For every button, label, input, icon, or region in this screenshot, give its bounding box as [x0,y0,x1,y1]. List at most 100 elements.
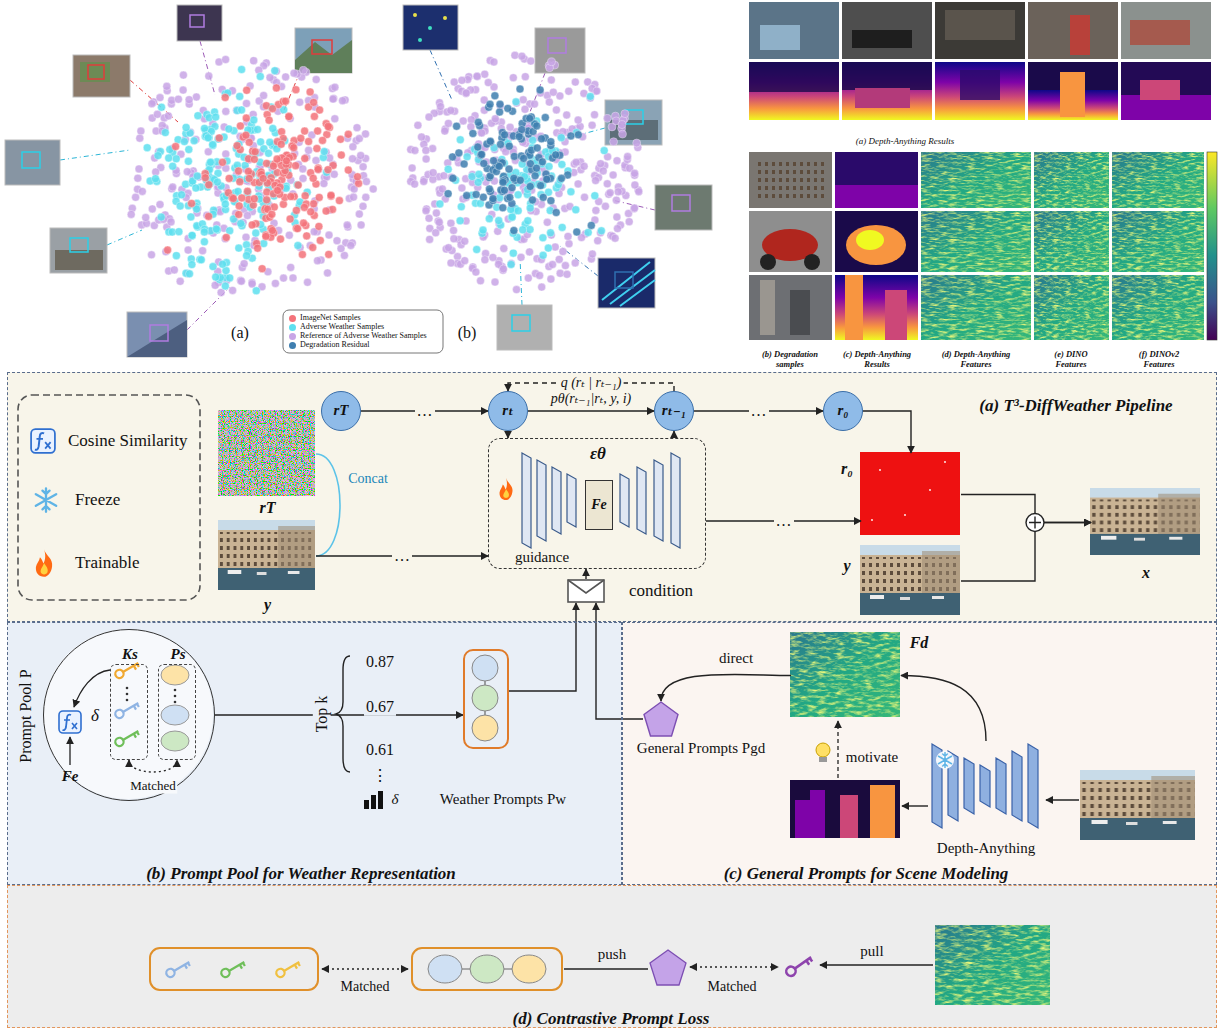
contrastive-loss-art [220,958,247,978]
edge-label: … [392,547,412,565]
scatter-dot [468,173,476,181]
scatter-dot [324,123,332,131]
scatter-dot [447,107,455,115]
scatter-dot [613,157,621,165]
scatter-dot [357,221,365,229]
prompt-pool-art [43,629,498,809]
prompt-pool-art [69,737,70,765]
legend-text: Freeze [75,490,120,510]
scatter-dot [337,151,345,159]
scatter-dot [142,214,150,222]
scatter-thumbnails [418,38,422,42]
scatter-dot [186,270,194,278]
scatter-dot [591,192,599,200]
depth-results-strip [855,88,910,108]
state-circle: rₜ₋₁ [654,391,694,431]
envelope-icon [567,579,605,603]
scatter-dot [172,252,180,260]
contrastive-loss-art [820,964,933,965]
depth-results-strip [1028,2,1118,59]
scatter-dot [293,181,301,189]
scatter-dot [496,108,504,116]
pipeline-legend [18,395,200,600]
scatter-dot [473,246,481,254]
scatter-dot [354,173,362,181]
scatter-dot [279,200,287,208]
scatter-dot [574,131,582,139]
scatter-dot [521,105,529,113]
scene-prompt-art [1028,744,1038,828]
scatter-dot [547,229,555,237]
scatter-dot [526,114,534,122]
scatter-dot [310,112,318,120]
scatter-dot [510,227,518,235]
scatter-thumbnails [602,262,655,306]
scatter-dot [489,195,497,203]
scatter-dot [201,174,209,182]
scatter-dot [554,119,562,127]
scatter-dot [564,232,572,240]
feature-grid [749,211,832,272]
scatter-thumbnails [88,65,104,79]
pipeline-images [1090,488,1200,555]
scene-prompt-art [790,632,900,717]
pipeline-images [879,469,881,471]
feature-grid [846,225,906,265]
scatter-dot [601,202,609,210]
scatter-dot [226,274,234,282]
panel-ground [7,372,1217,1028]
input-image: y [219,521,316,591]
scatter-dot [294,181,302,189]
prompt-pool-art [161,705,189,725]
scatter-dot [165,154,173,162]
scatter-dot [263,196,271,204]
scatter-dot [236,92,244,100]
scatter-dot [277,235,285,243]
scatter-dot [597,227,605,235]
scatter-dot [179,71,187,79]
scatter-thumbnails [428,26,432,30]
connector-arrow [129,760,177,772]
prompt-pool-art [364,800,369,809]
scatter-dot [225,125,233,133]
scatter-dot [209,263,217,271]
scatter-dot [289,274,297,282]
depth-results-strip [1060,72,1085,117]
scatter-thumbnails [413,13,417,17]
scatter-dot [538,135,546,143]
scatter-dot [320,180,328,188]
scatter-dot [212,113,220,121]
scatter-dot [531,100,539,108]
scatter-dot [222,150,230,158]
denoiser-network [500,453,680,548]
scatter-dot [600,147,608,155]
scene-prompt-art [870,785,895,838]
scatter-dot [266,138,274,146]
scatter-dot [411,180,419,188]
scatter-dot [192,184,200,192]
scatter-dot [435,218,443,226]
scatter-dot [574,116,582,124]
scatter-dot [565,87,573,95]
noise-image: rT [219,411,316,497]
scatter-dot [207,158,215,166]
depth-feature-image: Fd [791,633,901,718]
annotation: 0.61 [366,741,394,759]
scatter-dot [236,178,244,186]
scatter-dot [274,187,282,195]
node-label: rT [260,499,276,517]
scatter-dot [238,66,246,74]
scatter-dot [337,245,345,253]
scatter-dot [344,130,352,138]
scatter-dot [229,286,237,294]
scatter-dot [477,277,485,285]
scatter-dot [539,193,547,201]
output-image: x [1091,489,1201,556]
panel-ground [7,372,1217,622]
scatter-dot [256,73,264,81]
scatter-dot [347,241,355,249]
feature-grid [835,211,918,272]
scatter-dot [539,234,547,242]
scatter-dot [558,160,566,168]
scatter-dot [516,176,524,184]
